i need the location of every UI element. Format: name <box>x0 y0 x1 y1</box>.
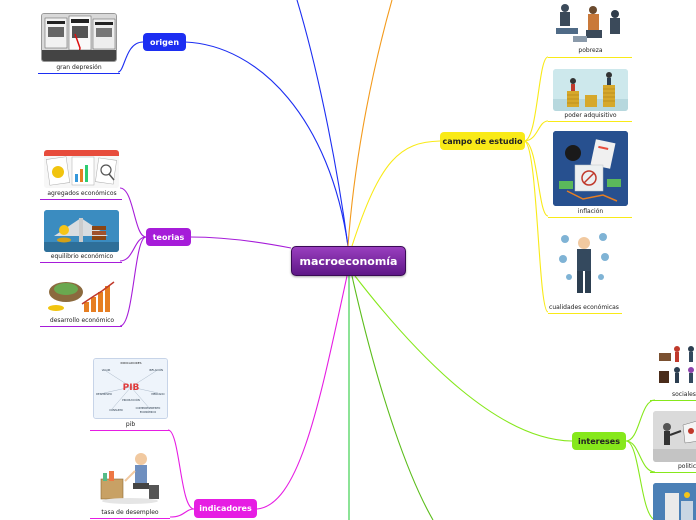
gran-depresion-image[interactable] <box>41 13 117 62</box>
caption-agregados: agregados económicos <box>47 190 117 197</box>
social-people-icon <box>653 343 696 389</box>
svg-text:CONSUMO: CONSUMO <box>109 408 123 412</box>
underline <box>90 430 170 431</box>
branch-origen[interactable]: origen <box>143 33 186 51</box>
politics-figures-icon <box>653 411 696 462</box>
politicos-image[interactable] <box>653 411 696 462</box>
charts-documents-icon <box>44 150 119 188</box>
underline <box>40 262 122 263</box>
balance-coins-icon <box>44 210 119 252</box>
pobreza-image[interactable] <box>553 0 628 45</box>
link-origen <box>184 41 349 247</box>
growth-coins-icon <box>44 274 119 315</box>
poder-adquisitivo-image[interactable] <box>553 69 628 111</box>
caption-sociales: sociales <box>672 391 696 398</box>
pib-image[interactable]: INDICADORES PIB VALOR INFLACIÓN MERCADO … <box>93 358 168 419</box>
underline <box>548 121 632 122</box>
newspaper-collage-icon <box>42 14 116 61</box>
link-top-blue <box>296 0 349 247</box>
branch-campo-de-estudio[interactable]: campo de estudio <box>440 132 525 150</box>
svg-text:ECONÓMICO: ECONÓMICO <box>140 409 156 414</box>
desempleo-image[interactable] <box>93 441 168 507</box>
underline <box>38 73 120 74</box>
pib-diagram-title: INDICADORES <box>120 361 141 365</box>
inflacion-image[interactable] <box>553 131 628 206</box>
agregados-image[interactable] <box>44 150 119 188</box>
branch-intereses[interactable]: intereses <box>572 432 626 450</box>
svg-text:PRODUCCIÓN: PRODUCCIÓN <box>122 397 140 402</box>
svg-text:MERCADO: MERCADO <box>151 392 164 396</box>
link-bottom-green2 <box>351 275 434 520</box>
branch-teorias[interactable]: teorias <box>146 228 191 246</box>
businessman-icon <box>557 227 611 301</box>
underline <box>548 217 632 218</box>
caption-pib: pib <box>125 421 136 428</box>
central-topic[interactable]: macroeconomía <box>291 246 406 276</box>
sociales-image[interactable] <box>653 343 696 389</box>
economic-scene-icon <box>653 483 696 520</box>
link-campo <box>351 140 441 247</box>
link-indicadores <box>256 275 348 510</box>
svg-text:DESEMPLEO: DESEMPLEO <box>96 392 112 396</box>
unemployed-person-icon <box>93 441 168 507</box>
inflation-money-icon <box>553 131 628 206</box>
underline <box>40 326 122 327</box>
underline <box>548 57 632 58</box>
underline <box>90 518 170 519</box>
link-teorias <box>189 236 292 249</box>
svg-text:COMPORTAMIENTO: COMPORTAMIENTO <box>136 406 161 410</box>
caption-desarrollo: desarrollo económico <box>49 317 115 324</box>
intereses-third-image[interactable] <box>653 483 696 520</box>
link-top-orange <box>347 0 393 247</box>
cualidades-image[interactable] <box>557 227 611 301</box>
svg-text:INFLACIÓN: INFLACIÓN <box>149 367 163 372</box>
caption-gran-depresion: gran depresión <box>56 64 102 71</box>
underline <box>650 400 696 401</box>
coin-stacks-icon <box>553 69 628 111</box>
equilibrio-image[interactable] <box>44 210 119 252</box>
underline <box>40 199 122 200</box>
caption-pobreza: pobreza <box>578 47 603 54</box>
underline <box>650 472 696 473</box>
caption-desempleo: tasa de desempleo <box>101 509 159 516</box>
link-intereses <box>354 275 573 442</box>
svg-text:VALOR: VALOR <box>102 368 111 372</box>
caption-politicos: politicos <box>678 463 696 470</box>
caption-poder-adquisitivo: poder adquisitivo <box>564 112 617 119</box>
pib-diagram-icon: INDICADORES PIB VALOR INFLACIÓN MERCADO … <box>94 359 167 418</box>
underline <box>548 313 622 314</box>
branch-indicadores[interactable]: indicadores <box>194 499 257 518</box>
pib-diagram-center: PIB <box>123 383 140 393</box>
caption-equilibrio: equilibrio económico <box>50 253 114 260</box>
poverty-people-icon <box>553 0 628 45</box>
caption-inflacion: inflación <box>577 208 604 215</box>
caption-cualidades: cualidades económicas <box>549 304 619 311</box>
desarrollo-image[interactable] <box>44 274 119 315</box>
